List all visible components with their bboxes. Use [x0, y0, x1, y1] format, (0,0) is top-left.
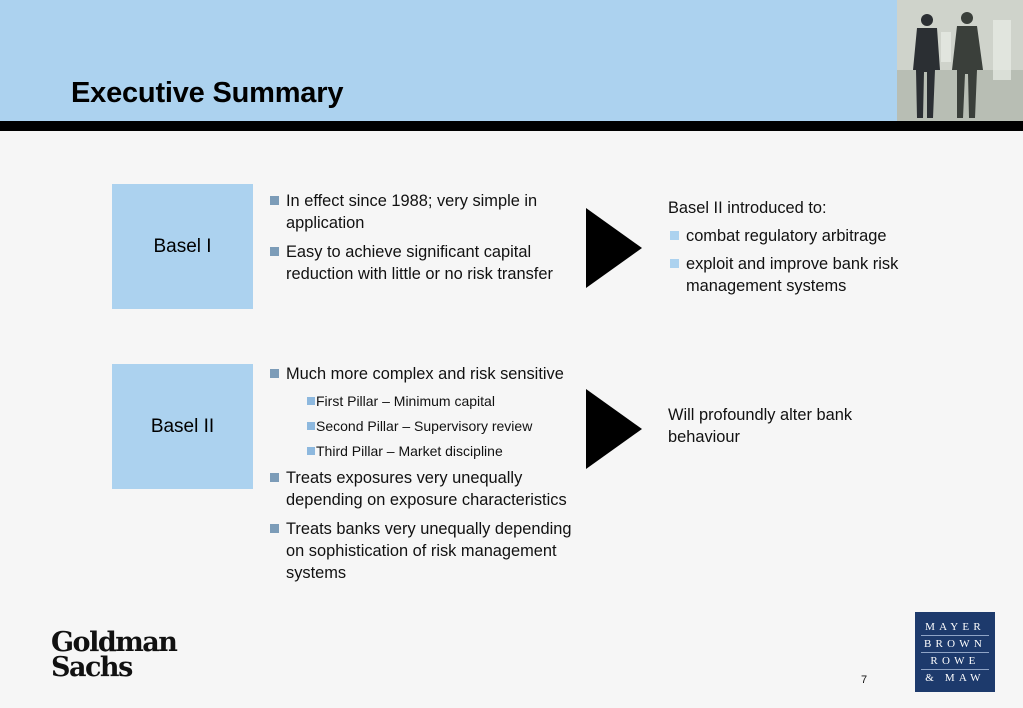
basel-i-bullet-1: In effect since 1988; very simple in app…: [268, 190, 568, 234]
basel-ii-bullets: Much more complex and risk sensitive Fir…: [268, 363, 578, 591]
outcome-bullet-1: combat regulatory arbitrage: [668, 225, 968, 247]
arrow-right-icon: [586, 208, 642, 293]
header-rule: [0, 121, 1023, 131]
basel-ii-bullet-2: Treats exposures very unequally dependin…: [268, 467, 578, 511]
basel-ii-bullet-3: Treats banks very unequally depending on…: [268, 518, 578, 584]
logo-line-2: Sachs: [51, 652, 133, 683]
basel-i-bullet-2: Easy to achieve significant capital redu…: [268, 241, 568, 285]
basel-ii-subbullet-2: Second Pillar – Supervisory review: [268, 417, 578, 435]
basel-ii-label: Basel II: [150, 415, 215, 437]
basel-i-box: Basel I: [112, 184, 253, 309]
mayer-brown-logo: MAYER BROWN ROWE & MAW: [915, 612, 995, 692]
basel-ii-subbullet-3: Third Pillar – Market discipline: [268, 442, 578, 460]
basel-i-outcome: Basel II introduced to: combat regulator…: [668, 197, 968, 303]
basel-i-bullets: In effect since 1988; very simple in app…: [268, 190, 568, 292]
arrow-right-icon: [586, 389, 642, 474]
logo-row-2: BROWN: [921, 636, 989, 653]
basel-ii-subbullet-1: First Pillar – Minimum capital: [268, 392, 578, 410]
header-photo: [897, 0, 1023, 121]
logo-row-3: ROWE: [921, 653, 989, 670]
outcome-lead: Basel II introduced to:: [668, 199, 827, 217]
basel-ii-bullet-1: Much more complex and risk sensitive: [268, 363, 578, 385]
basel-ii-outcome: Will profoundly alter bank behaviour: [668, 406, 853, 446]
logo-line-1: Goldman: [51, 627, 178, 658]
basel-ii-box: Basel II: [112, 364, 253, 489]
header-band: [0, 0, 1023, 121]
goldman-sachs-logo: Goldman Sachs: [51, 627, 178, 683]
page-title: Executive Summary: [71, 77, 344, 109]
outcome-bullet-2: exploit and improve bank risk management…: [668, 253, 968, 297]
basel-i-label: Basel I: [153, 235, 212, 257]
page-number: 7: [861, 674, 868, 686]
logo-row-1: MAYER: [921, 619, 989, 636]
logo-row-4: & MAW: [925, 672, 985, 684]
